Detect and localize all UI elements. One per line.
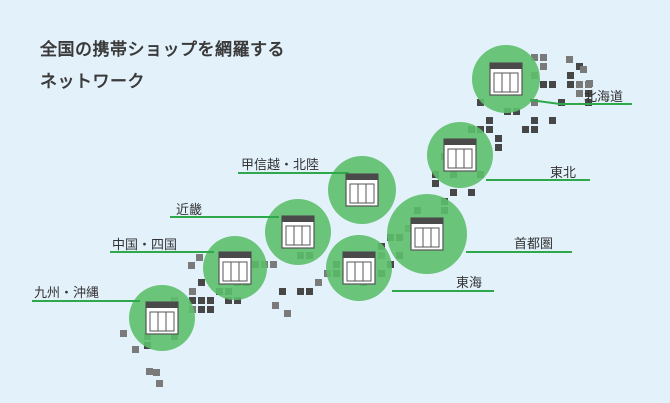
map-tile xyxy=(432,180,439,187)
map-tile xyxy=(576,90,583,97)
map-tile xyxy=(566,56,573,63)
map-tile xyxy=(279,288,286,295)
shop-icon xyxy=(345,173,379,207)
map-tile xyxy=(576,81,583,88)
map-tile xyxy=(146,368,153,375)
map-tile xyxy=(567,81,574,88)
map-tile xyxy=(284,310,291,317)
shop-icon xyxy=(342,251,376,285)
leader-lines xyxy=(32,99,632,302)
region-label-tokai: 東海 xyxy=(456,275,482,291)
region-label-tohoku: 東北 xyxy=(550,165,576,181)
shop-icon xyxy=(218,251,252,285)
map-tile xyxy=(531,126,538,133)
map-tile xyxy=(306,288,313,295)
map-tile xyxy=(586,80,593,87)
map-tile xyxy=(486,126,493,133)
map-tile xyxy=(468,189,475,196)
map-tile xyxy=(188,262,195,269)
shop-icons xyxy=(145,62,523,335)
region-label-hokkaido: 北海道 xyxy=(584,90,623,105)
map-tile xyxy=(234,297,241,304)
map-tile xyxy=(207,306,214,313)
map-tile xyxy=(156,380,163,387)
map-tile xyxy=(531,99,538,106)
map-tile xyxy=(495,144,502,151)
region-circles xyxy=(129,45,540,351)
map-tile xyxy=(132,346,139,353)
map-tile xyxy=(540,63,547,70)
map-tile xyxy=(531,54,538,61)
shop-icon xyxy=(145,301,179,335)
map-tile xyxy=(189,288,196,295)
map-tile xyxy=(580,66,587,73)
map-tile xyxy=(189,297,196,304)
map-tile xyxy=(567,72,574,79)
map-tile xyxy=(272,302,279,309)
map-tile xyxy=(207,297,214,304)
title-line-2: ネットワーク xyxy=(40,72,145,92)
shop-icon xyxy=(489,62,523,96)
region-label-chugoku: 中国・四国 xyxy=(112,238,177,253)
region-label-shutoken: 首都圏 xyxy=(514,237,553,252)
map-tile xyxy=(522,126,529,133)
map-tile xyxy=(549,117,556,124)
shop-icon xyxy=(281,215,315,249)
page-title: 全国の携帯ショップを網羅する ネットワーク xyxy=(40,34,285,98)
map-tile xyxy=(576,63,583,70)
map-tile xyxy=(196,254,203,261)
map-tile xyxy=(549,81,556,88)
region-label-kyushu: 九州・沖縄 xyxy=(34,286,99,301)
map-tile xyxy=(486,117,493,124)
map-tile xyxy=(585,90,592,97)
map-tile xyxy=(153,369,160,376)
map-tile xyxy=(531,117,538,124)
map-tile xyxy=(585,99,592,106)
title-line-1: 全国の携帯ショップを網羅する xyxy=(40,40,285,60)
map-tile xyxy=(477,99,484,106)
map-tile xyxy=(495,135,502,142)
map-tile xyxy=(198,297,205,304)
map-tile xyxy=(450,189,457,196)
map-tile xyxy=(558,99,565,106)
shop-icon xyxy=(443,138,477,172)
leader-line-hokkaido xyxy=(529,99,632,105)
map-tile xyxy=(315,279,322,286)
map-tile xyxy=(198,279,205,286)
region-label-koshinetsu: 甲信越・北陸 xyxy=(241,157,319,173)
map-tile xyxy=(297,288,304,295)
map-tile xyxy=(225,297,232,304)
map-tile xyxy=(270,261,277,268)
map-tile xyxy=(513,108,520,115)
region-label-kinki: 近畿 xyxy=(176,203,202,218)
map-tile xyxy=(540,81,547,88)
shop-icon xyxy=(410,217,444,251)
map-tile xyxy=(198,306,205,313)
map-tile xyxy=(540,54,547,61)
map-tile xyxy=(120,330,127,337)
